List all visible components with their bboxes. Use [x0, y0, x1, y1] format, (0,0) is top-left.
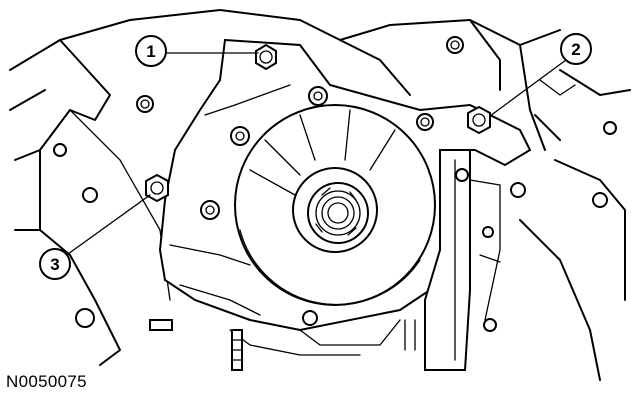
- bracket-hole: [482, 226, 494, 238]
- lower-studs: [149, 319, 243, 371]
- leader-line-2: [489, 59, 567, 117]
- mount-bolt: [446, 36, 464, 54]
- engine-block-left: [9, 19, 171, 366]
- callout-1-number: 1: [146, 42, 155, 61]
- bolt-3: [145, 173, 169, 203]
- housing-bolt: [308, 86, 328, 106]
- callout-3: 3: [39, 248, 71, 280]
- housing-bolt: [200, 200, 220, 220]
- block-hole: [603, 121, 617, 135]
- bolt-2: [467, 105, 491, 135]
- leader-line-3: [67, 194, 151, 255]
- mount-bolt: [136, 95, 154, 113]
- callout-1: 1: [135, 35, 167, 67]
- block-hole: [592, 192, 608, 208]
- block-hole: [510, 182, 526, 198]
- crankshaft-seal: [292, 167, 378, 253]
- callout-leaders: [67, 52, 567, 255]
- engine-block-right: [129, 9, 631, 381]
- block-hole: [82, 187, 98, 203]
- callout-3-number: 3: [50, 255, 59, 274]
- block-hole: [75, 308, 95, 328]
- housing-bolt: [302, 310, 318, 326]
- bracket-hole: [455, 168, 469, 182]
- callout-2-number: 2: [571, 40, 580, 59]
- figure-id: N0050075: [6, 372, 87, 391]
- bolt-1: [255, 43, 277, 71]
- bracket-hole: [483, 318, 497, 332]
- callout-2: 2: [560, 33, 592, 65]
- block-hole: [53, 143, 67, 157]
- oil-pickup-bracket: [404, 149, 501, 371]
- housing-bolt: [416, 113, 434, 131]
- housing-bolt: [230, 126, 250, 146]
